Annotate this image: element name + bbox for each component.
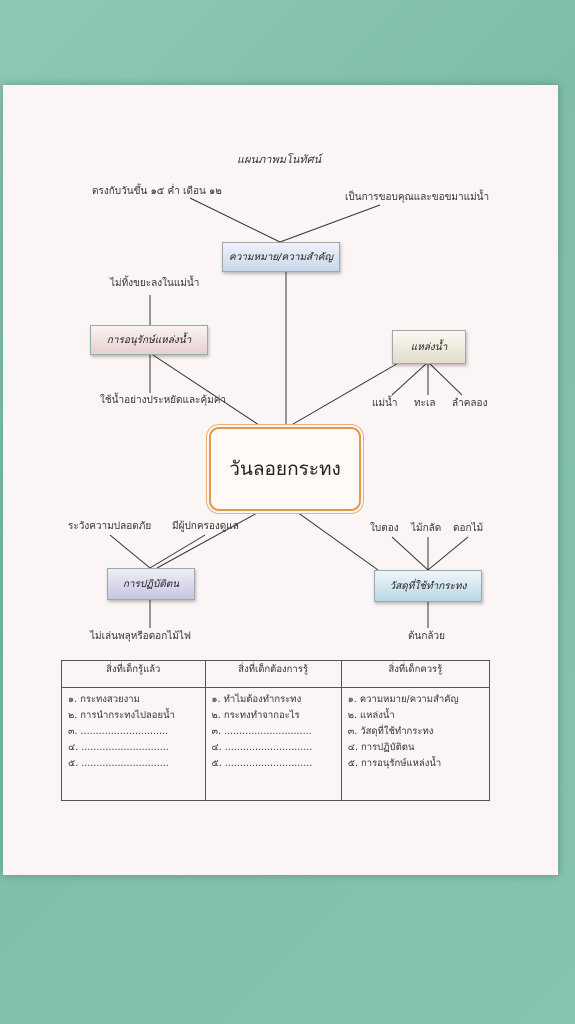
meaning-left-text: ตรงกับวันขึ้น ๑๕ ค่ำ เดือน ๑๒ bbox=[92, 186, 222, 197]
material-item: ไม้กลัด bbox=[411, 523, 442, 534]
kwl-column-want: ๑. ทำไมต้องทำกระทง ๒. กระทงทำจากอะไร ๓. … bbox=[204, 687, 342, 801]
material-item: ใบตอง bbox=[370, 523, 399, 534]
practice-top-right-text: มีผู้ปกครองดูแล bbox=[172, 521, 239, 532]
kwl-header-know: สิ่งที่เด็กรู้แล้ว bbox=[61, 660, 206, 688]
source-item: แม่น้ำ bbox=[372, 398, 398, 409]
diagram-title: แผนภาพมโนทัศน์ bbox=[237, 153, 322, 166]
list-item: ๓. ............................. bbox=[211, 726, 312, 737]
practice-bottom-text: ไม่เล่นพลุหรือดอกไม้ไฟ bbox=[90, 631, 191, 642]
material-box: วัสดุที่ใช้ทำกระทง bbox=[374, 570, 482, 602]
kwl-column-know: ๑. กระทงสวยงาม ๒. การนำกระทงไปลอยน้ำ ๓. … bbox=[61, 687, 206, 801]
kwl-column-should: ๑. ความหมาย/ความสำคัญ ๒. แหล่งน้ำ ๓. วัส… bbox=[340, 687, 491, 801]
water-source-box: แหล่งน้ำ bbox=[392, 330, 466, 364]
list-item: ๕. ............................. bbox=[211, 758, 313, 769]
list-item: ๑. ความหมาย/ความสำคัญ bbox=[347, 694, 459, 705]
practice-box: การปฏิบัติตน bbox=[107, 568, 195, 600]
conserve-bottom-text: ใช้น้ำอย่างประหยัดและคุ้มค่า bbox=[100, 395, 227, 406]
material-item: ดอกไม้ bbox=[453, 523, 484, 534]
practice-top-left-text: ระวังความปลอดภัย bbox=[68, 521, 152, 532]
source-item: ลำคลอง bbox=[452, 398, 488, 409]
list-item: ๔. ............................. bbox=[68, 742, 169, 753]
source-item: ทะเล bbox=[414, 398, 436, 409]
kwl-header-want: สิ่งที่เด็กต้องการรู้ bbox=[204, 660, 342, 688]
list-item: ๕. ............................. bbox=[68, 758, 169, 769]
conserve-box: การอนุรักษ์แหล่งน้ำ bbox=[90, 325, 208, 355]
list-item: ๑. ทำไมต้องทำกระทง bbox=[211, 694, 302, 705]
meaning-right-text: เป็นการขอบคุณและขอขมาแม่น้ำ bbox=[345, 192, 490, 203]
list-item: ๑. กระทงสวยงาม bbox=[68, 694, 140, 705]
kwl-table: สิ่งที่เด็กรู้แล้ว สิ่งที่เด็กต้องการรู้… bbox=[61, 660, 491, 801]
list-item: ๒. กระทงทำจากอะไร bbox=[211, 710, 300, 721]
central-topic: วันลอยกระทง bbox=[209, 427, 361, 511]
kwl-header-should: สิ่งที่เด็กควรรู้ bbox=[340, 660, 491, 688]
list-item: ๓. วัสดุที่ใช้ทำกระทง bbox=[347, 726, 434, 737]
list-item: ๔. การปฏิบัติตน bbox=[347, 742, 415, 753]
list-item: ๕. การอนุรักษ์แหล่งน้ำ bbox=[347, 758, 442, 769]
list-item: ๒. แหล่งน้ำ bbox=[347, 710, 395, 721]
meaning-box: ความหมาย/ความสำคัญ bbox=[222, 242, 340, 272]
conserve-top-text: ไม่ทิ้งขยะลงในแม่น้ำ bbox=[110, 278, 200, 289]
list-item: ๓. ............................. bbox=[68, 726, 169, 737]
material-bottom-text: ต้นกล้วย bbox=[408, 631, 445, 642]
list-item: ๒. การนำกระทงไปลอยน้ำ bbox=[68, 710, 175, 721]
list-item: ๔. ............................. bbox=[211, 742, 313, 753]
